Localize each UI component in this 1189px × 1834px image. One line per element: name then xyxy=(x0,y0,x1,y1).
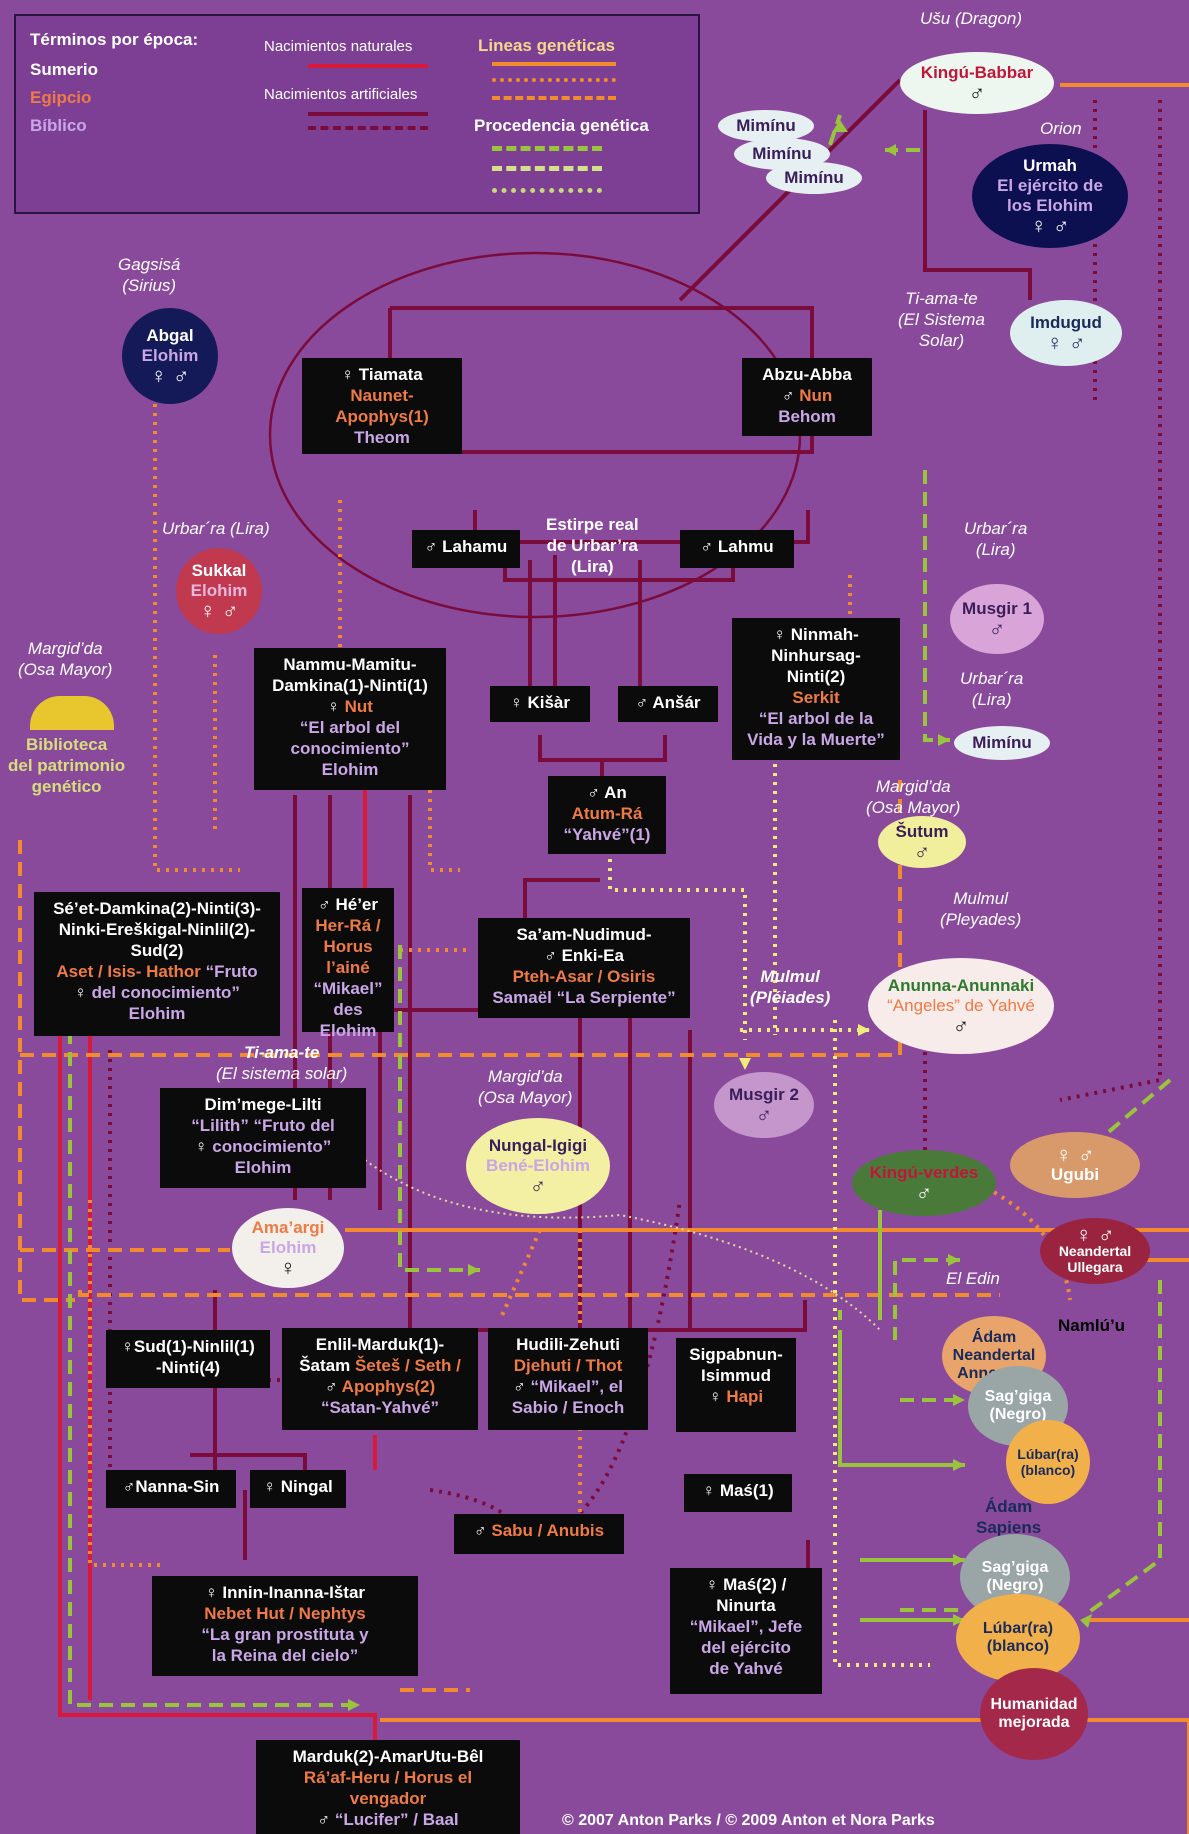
legend-artificial: Nacimientos artificiales xyxy=(264,86,418,103)
yellow-arrowheads xyxy=(739,1024,870,1070)
box-nammu: Nammu-Mamitu-Damkina(1)-Ninti(1) ♀ Nut “… xyxy=(254,648,446,790)
node-miminu-2: Mimínu xyxy=(734,138,830,170)
box-saam: Sa’am-Nudimud-♂ Enki-Ea Pteh-Asar / Osir… xyxy=(478,918,690,1018)
legend-orange-dashed xyxy=(492,96,616,100)
label-margidda: Margid’da(Osa Mayor) xyxy=(18,639,113,679)
green-solid xyxy=(838,1210,965,1622)
box-innin: ♀ Innin-Inanna-Ištar Nebet Hut / Nephtys… xyxy=(152,1576,418,1676)
box-enlil: Enlil-Marduk(1)- Šatam Šeteš / Seth / ♂ … xyxy=(282,1328,478,1430)
node-kingu-babbar: Kingú-Babbar♂ xyxy=(900,52,1054,114)
arrowheads xyxy=(348,120,1092,1711)
legend-orange-line xyxy=(492,62,616,66)
legend-green-dotted xyxy=(492,188,602,193)
label-margidda-2: Margid’da(Osa Mayor) xyxy=(866,777,961,817)
box-ningal: ♀ Ningal xyxy=(250,1470,346,1508)
node-lubara-2: Lúbar(ra)(blanco) xyxy=(956,1594,1080,1682)
legend-natural-line xyxy=(308,64,428,68)
thin-dotted xyxy=(364,1159,881,1331)
label-urbarra-lira: Urbar´ra (Lira) xyxy=(162,519,270,538)
box-ansar: ♂ Anšár xyxy=(618,686,718,722)
legend-natural: Nacimientos naturales xyxy=(264,38,413,55)
library-icon xyxy=(30,696,114,730)
node-namlu: Namlú’u xyxy=(1058,1316,1126,1335)
box-kisar: ♀ Kišàr xyxy=(490,686,590,722)
legend-lines: Lineas genéticas xyxy=(478,36,616,55)
box-tiamata: ♀ Tiamata Naunet-Apophys(1) Theom xyxy=(302,358,462,454)
node-miminu-1: Mimínu xyxy=(718,110,814,142)
box-lahmu: ♂ Lahmu xyxy=(680,530,794,568)
box-nanna: ♂Nanna-Sin xyxy=(106,1470,236,1508)
legend-green-dashed xyxy=(492,146,602,151)
box-sud1: ♀Sud(1)-Ninlil(1)-Ninti(4) xyxy=(106,1330,270,1388)
node-musgir-1: Musgir 1♂ xyxy=(950,584,1044,654)
legend-title: Términos por época: xyxy=(30,30,199,49)
node-anunna: Anunna-Anunnaki“Angeles” de Yahvé♂ xyxy=(868,958,1054,1054)
green-dashed xyxy=(68,114,1172,1707)
box-sigpabnun: Sigpabnun-Isimmud ♀ Hapi xyxy=(676,1338,796,1432)
box-seet: Sé’et-Damkina(2)-Ninti(3)-Ninki-Ereškiga… xyxy=(34,892,280,1036)
label-mulmul-pleyades: Mulmul(Pleyades) xyxy=(940,889,1022,929)
node-musgir-2: Musgir 2♂ xyxy=(714,1072,814,1138)
node-ugubi: ♀ ♂Ugubi xyxy=(1010,1132,1140,1198)
node-miminu-3: Mimínu xyxy=(766,162,862,194)
node-sutum: Šutum♂ xyxy=(878,816,966,868)
box-dimmege: Dim’mege-Lilti “Lilith” “Fruto del ♀ con… xyxy=(160,1088,366,1188)
box-mas1: ♀ Maś(1) xyxy=(684,1474,792,1512)
box-lahamu: ♂ Lahamu xyxy=(412,530,520,568)
legend-era-biblico: Bíblico xyxy=(30,116,87,135)
label-mulmul-pleiades: Mulmul(Pléiades) xyxy=(750,967,831,1007)
yellow-dotted xyxy=(608,755,930,1667)
legend-artificial-line xyxy=(308,112,428,116)
box-sabu: ♂ Sabu / Anubis xyxy=(454,1514,624,1554)
label-gagsisa: Gagsisá(Sirius) xyxy=(118,255,181,295)
legend-orange-dotted xyxy=(492,78,616,82)
box-ninmah: ♀ Ninmah-Ninhursag-Ninti(2) Serkit“El ar… xyxy=(732,618,900,760)
label-urbarra-2: Urbar´ra(Lira) xyxy=(960,669,1024,709)
legend-lightgreen-dashed xyxy=(492,166,602,171)
copyright: © 2007 Anton Parks / © 2009 Anton et Nor… xyxy=(562,1812,935,1829)
node-imdugud: Imdugud♀ ♂ xyxy=(1010,300,1122,366)
box-abzu: Abzu-Abba♂ Nun Behom xyxy=(742,358,872,436)
orange-dashed xyxy=(18,780,1000,1692)
legend-artificial-dashed xyxy=(308,126,428,130)
label-orion: Orion xyxy=(1040,119,1082,138)
legend-era-sumerio: Sumerio xyxy=(30,60,99,79)
node-lubara-1: Lúbar(ra)(blanco) xyxy=(1006,1420,1090,1504)
legend-origin: Procedencia genética xyxy=(474,116,649,135)
label-urbarra-1: Urbar´ra(Lira) xyxy=(964,519,1028,559)
label-usu: Ušu (Dragon) xyxy=(920,9,1023,28)
label-margidda-3: Margid’da(Osa Mayor) xyxy=(478,1067,573,1107)
node-kingu-verdes: Kingú-verdes♂ xyxy=(852,1150,996,1216)
legend-era-egipcio: Egipcio xyxy=(30,88,92,107)
legend-panel: Términos por época: Sumerio Egipcio Bíbl… xyxy=(14,14,700,214)
node-miminu-4: Mimínu xyxy=(954,726,1050,760)
label-tiamate-2: Ti-ama-te(El sistema solar) xyxy=(216,1043,348,1083)
label-edin: El Edin xyxy=(946,1269,1000,1288)
box-marduk2: Marduk(2)-AmarUtu-Bêl Rá’af-Heru / Horus… xyxy=(256,1740,520,1834)
